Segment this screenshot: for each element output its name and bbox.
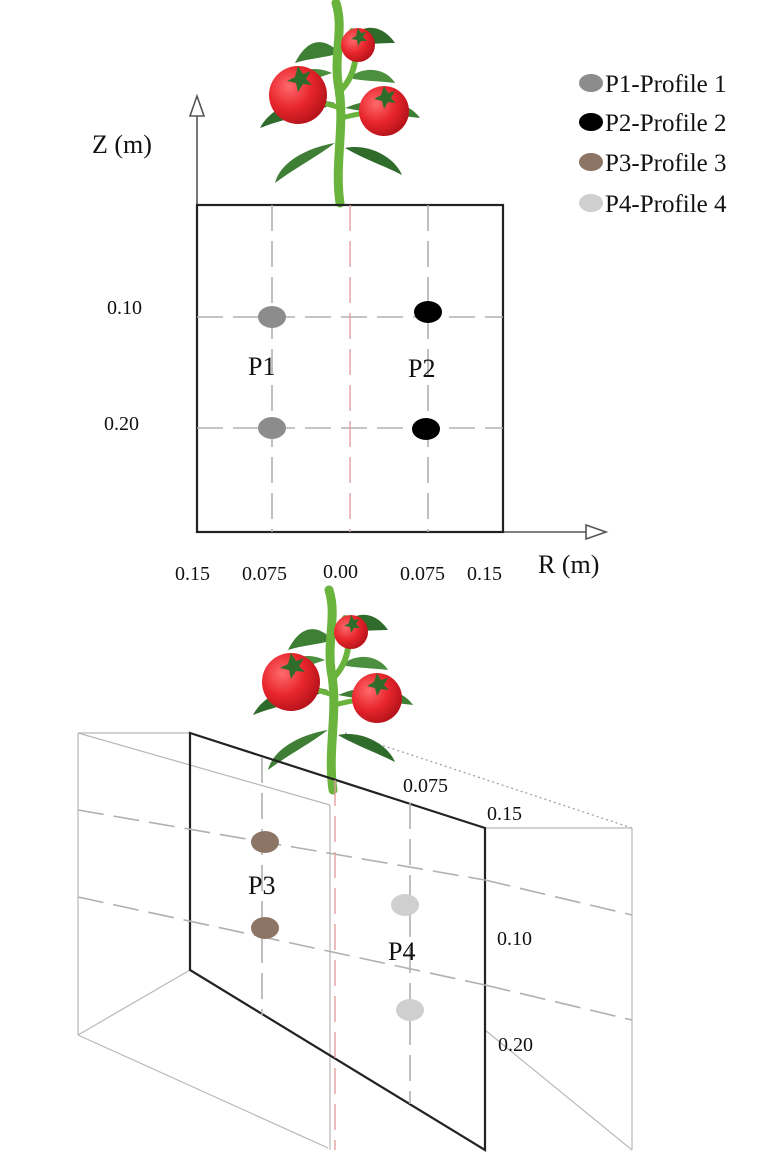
p2-point-lower [412,418,440,440]
back-box-edge [77,1034,329,1149]
legend-swatch-p2 [579,113,603,131]
right-box-edge [484,1029,633,1151]
back-box-edge [77,969,191,1036]
z-tick-label: 0.20 [104,413,139,435]
front-plane [188,731,487,1152]
p2-point-upper [414,301,442,323]
legend-label-p2: P2-Profile 2 [605,110,727,137]
legend-item-p4: P4-Profile 4 [579,191,727,218]
r-axis-label: R (m) [538,550,599,579]
plane-grid-line-z010 [77,809,486,881]
p3-point-upper [251,831,279,853]
legend-swatch-p4 [579,194,603,212]
legend-label-p1: P1-Profile 1 [605,71,727,98]
r-tick-label: 0.15 [487,803,522,825]
legend-swatch-p1 [579,74,603,92]
p3-label: P3 [248,871,275,900]
plane-grid-line-z020-extend [484,984,633,1021]
r-tick-label: 0.15 [467,563,502,585]
p1-point-lower [258,417,286,439]
p4-point-lower [396,999,424,1021]
p3-point-lower [251,917,279,939]
p4-point-upper [391,894,419,916]
right-box-top-edge [344,732,633,829]
p1-label: P1 [248,352,275,381]
p2-label: P2 [408,354,435,383]
legend: P1-Profile 1 P2-Profile 2 P3-Profile 3 P… [579,71,727,218]
legend-label-p3: P3-Profile 3 [605,150,727,177]
r-axis-arrowhead-icon [585,523,609,541]
z-tick-label: 0.20 [498,1034,533,1056]
z-axis-label: Z (m) [92,130,152,159]
r-tick-label: 0.075 [403,775,448,797]
legend-item-p3: P3-Profile 3 [579,150,727,177]
plane-grid-line-z020 [77,896,486,986]
r-tick-label: 0.15 [175,563,210,585]
bottom-diagram: P3 P4 0.075 0.15 0.10 0.20 [77,590,633,1152]
p1-point-upper [258,306,286,328]
z-axis-arrowhead-icon [188,93,206,117]
z-tick-label: 0.10 [107,297,142,319]
legend-swatch-p3 [579,153,603,171]
legend-label-p4: P4-Profile 4 [605,191,727,218]
p4-label: P4 [388,937,415,966]
legend-item-p1: P1-Profile 1 [579,71,727,98]
plane-grid-line-z010-extend [484,879,633,916]
r-tick-label: 0.075 [400,563,445,585]
legend-item-p2: P2-Profile 2 [579,110,727,137]
tomato-plant-icon [260,3,420,203]
back-box-edge [77,732,331,806]
top-diagram: Z (m) R (m) P1 P2 0.10 0.20 0.15 0.075 0… [92,3,609,585]
r-tick-label: 0.00 [323,561,358,583]
r-tick-label: 0.075 [242,563,287,585]
z-tick-label: 0.10 [497,928,532,950]
